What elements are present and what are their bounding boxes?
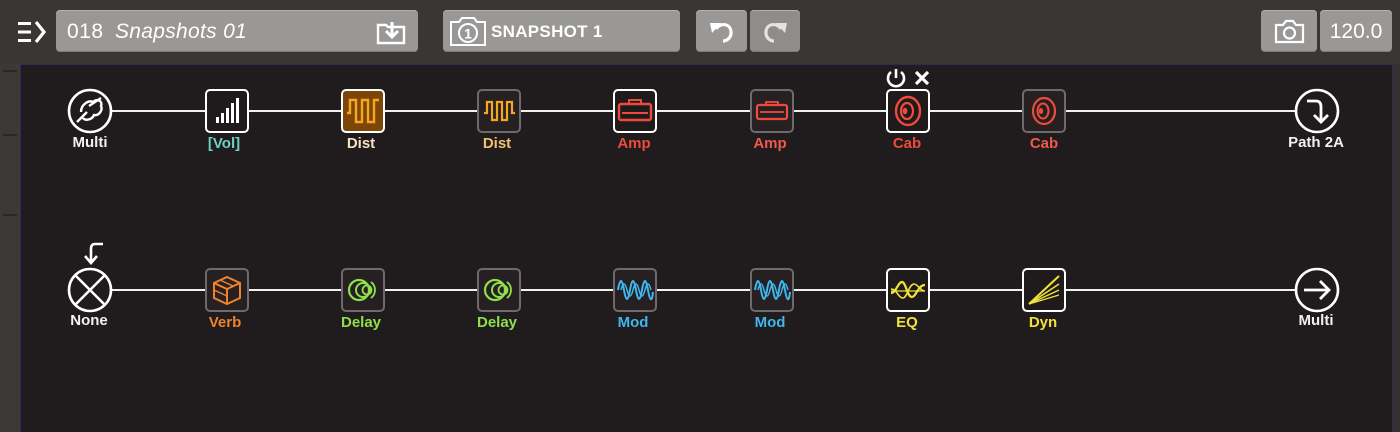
block-dynamics[interactable] — [1022, 268, 1066, 312]
eq-curve-icon — [890, 280, 926, 299]
block-volume[interactable] — [205, 89, 249, 133]
block-cab-2-label: Cab — [1029, 135, 1059, 152]
compressor-icon — [1028, 275, 1060, 305]
block-distortion-selected[interactable] — [341, 89, 385, 133]
speaker-icon — [1031, 96, 1057, 126]
tempo-value: 120.0 — [1329, 20, 1383, 43]
block-modulation-label: Mod — [617, 314, 649, 331]
block-delay-2-label: Delay — [476, 314, 518, 331]
block-cab-2[interactable] — [1022, 89, 1066, 133]
sine-wave-icon — [754, 280, 791, 301]
power-icon[interactable] — [885, 67, 907, 94]
block-amp[interactable] — [613, 89, 657, 133]
block-eq[interactable] — [886, 268, 930, 312]
no-input-icon — [67, 267, 113, 313]
redo-icon — [762, 19, 789, 43]
square-wave-icon — [347, 98, 379, 124]
arrow-down-output-icon — [1294, 88, 1340, 134]
echo-circles-icon — [483, 278, 512, 302]
path-b-input[interactable] — [67, 267, 113, 313]
block-delay[interactable] — [341, 268, 385, 312]
block-amp-label: Amp — [617, 135, 651, 152]
path-b-output[interactable] — [1294, 267, 1340, 313]
snapshot-icon: 1 — [449, 16, 487, 47]
merge-arrow-icon — [81, 242, 107, 273]
cube-icon — [213, 275, 241, 306]
redo-button[interactable] — [750, 10, 800, 52]
guitar-input-icon — [67, 88, 113, 134]
preset-number: 018 — [67, 20, 104, 43]
block-delay-label: Delay — [340, 314, 382, 331]
path-a-input-label: Multi — [72, 134, 108, 151]
close-icon[interactable] — [913, 69, 931, 92]
save-preset-icon[interactable] — [376, 19, 406, 45]
undo-icon — [708, 19, 735, 43]
block-amp-2-label: Amp — [753, 135, 787, 152]
block-distortion-2[interactable] — [477, 89, 521, 133]
snapshot-selector[interactable]: 1 SNAPSHOT 1 — [443, 10, 680, 52]
block-modulation[interactable] — [613, 268, 657, 312]
left-edge-strip — [0, 64, 20, 432]
block-distortion-2-label: Dist — [482, 135, 512, 152]
path-b-output-label: Multi — [1298, 312, 1334, 329]
block-dynamics-label: Dyn — [1028, 314, 1058, 331]
menu-icon[interactable] — [16, 18, 50, 46]
signal-flow-grid: Multi [Vol] Dist Dist Amp — [20, 64, 1393, 432]
camera-icon — [1274, 19, 1305, 44]
block-amp-2[interactable] — [750, 89, 794, 133]
arrow-right-output-icon — [1294, 267, 1340, 313]
path-b-input-label: None — [70, 312, 108, 329]
snapshot-label: SNAPSHOT 1 — [491, 22, 603, 41]
block-distortion-label: Dist — [346, 135, 376, 152]
block-reverb[interactable] — [205, 268, 249, 312]
camera-button[interactable] — [1261, 10, 1317, 52]
path-b-line — [90, 289, 1318, 291]
top-toolbar: 018 Snapshots 01 1 SNAPSHOT 1 — [0, 0, 1400, 64]
path-a-input[interactable] — [67, 88, 113, 134]
undo-button[interactable] — [696, 10, 747, 52]
block-reverb-label: Verb — [208, 314, 242, 331]
svg-text:1: 1 — [464, 26, 472, 42]
amp-head-icon — [617, 99, 653, 122]
volume-bars-icon — [216, 98, 239, 123]
block-cab-label: Cab — [892, 135, 922, 152]
block-modulation-2[interactable] — [750, 268, 794, 312]
block-cab[interactable] — [886, 89, 930, 133]
path-a-line — [90, 110, 1318, 112]
speaker-icon — [894, 95, 922, 127]
preset-name: Snapshots 01 — [115, 20, 248, 43]
block-delay-2[interactable] — [477, 268, 521, 312]
block-modulation-2-label: Mod — [754, 314, 786, 331]
amp-head-icon — [755, 101, 789, 121]
square-wave-icon — [484, 100, 515, 122]
tempo-button[interactable]: 120.0 — [1320, 10, 1392, 52]
echo-circles-icon — [347, 278, 376, 302]
block-eq-label: EQ — [896, 314, 918, 331]
sine-wave-icon — [617, 280, 654, 301]
path-a-output[interactable] — [1294, 88, 1340, 134]
block-volume-label: [Vol] — [207, 135, 241, 152]
path-a-output-label: Path 2A — [1288, 134, 1344, 151]
preset-selector[interactable]: 018 Snapshots 01 — [56, 10, 418, 52]
